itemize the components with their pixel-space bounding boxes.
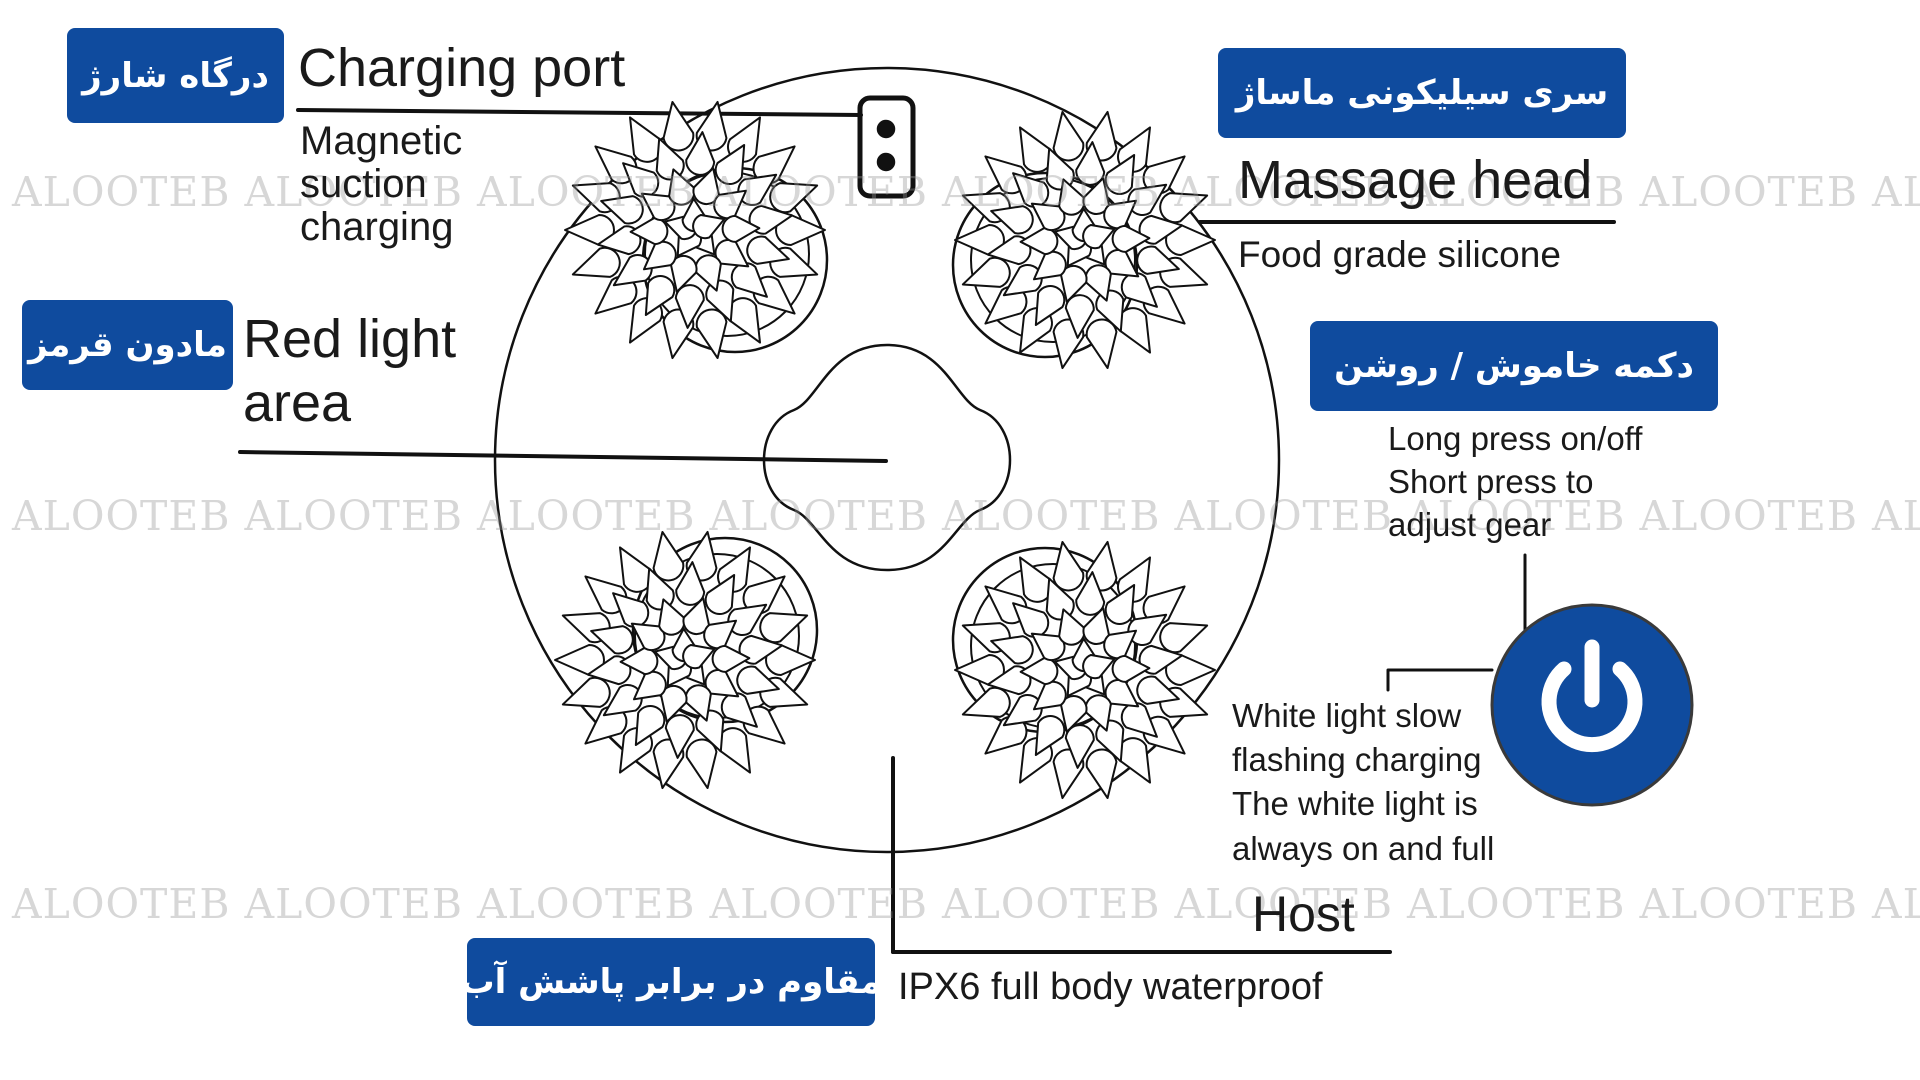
device-body: [493, 66, 1281, 854]
massage-head-bottom-right: [951, 540, 1216, 800]
massage-head-desc: Food grade silicone: [1238, 234, 1561, 275]
power-badge: دکمه خاموش / روشن: [1310, 321, 1718, 411]
charging-port-badge: درگاه شارژ: [67, 28, 284, 123]
red-light-label: Red light area: [243, 309, 457, 433]
red-light-line: [238, 450, 888, 463]
host-desc: IPX6 full body waterproof: [898, 966, 1323, 1008]
massage-head-bottom-left: [554, 530, 819, 790]
red-light-area-shape: [762, 343, 1012, 572]
indicator-line: [1386, 668, 1494, 692]
charging-port-icon: [857, 95, 916, 199]
power-button[interactable]: [1490, 603, 1694, 807]
charging-port-line: [296, 108, 863, 117]
massage-head-badge: سری سیلیکونی ماساژ: [1218, 48, 1626, 138]
indicator-desc: White light slow flashing charging The w…: [1232, 697, 1495, 867]
waterproof-badge: مقاوم در برابر پاشش آب: [460, 938, 882, 1026]
charging-port-title: Charging port: [298, 38, 626, 98]
power-icon: [1541, 639, 1643, 753]
massage-head-top-left: [564, 100, 829, 360]
massage-head-top-right: [951, 110, 1216, 370]
power-desc: Long press on/off Short press to adjust …: [1388, 420, 1643, 543]
host-title: Host: [1252, 886, 1355, 942]
red-light-badge: مادون قرمز: [22, 300, 233, 390]
massage-head-title: Massage head: [1238, 150, 1593, 210]
charging-port-desc: Magnetic suction charging: [300, 119, 463, 250]
